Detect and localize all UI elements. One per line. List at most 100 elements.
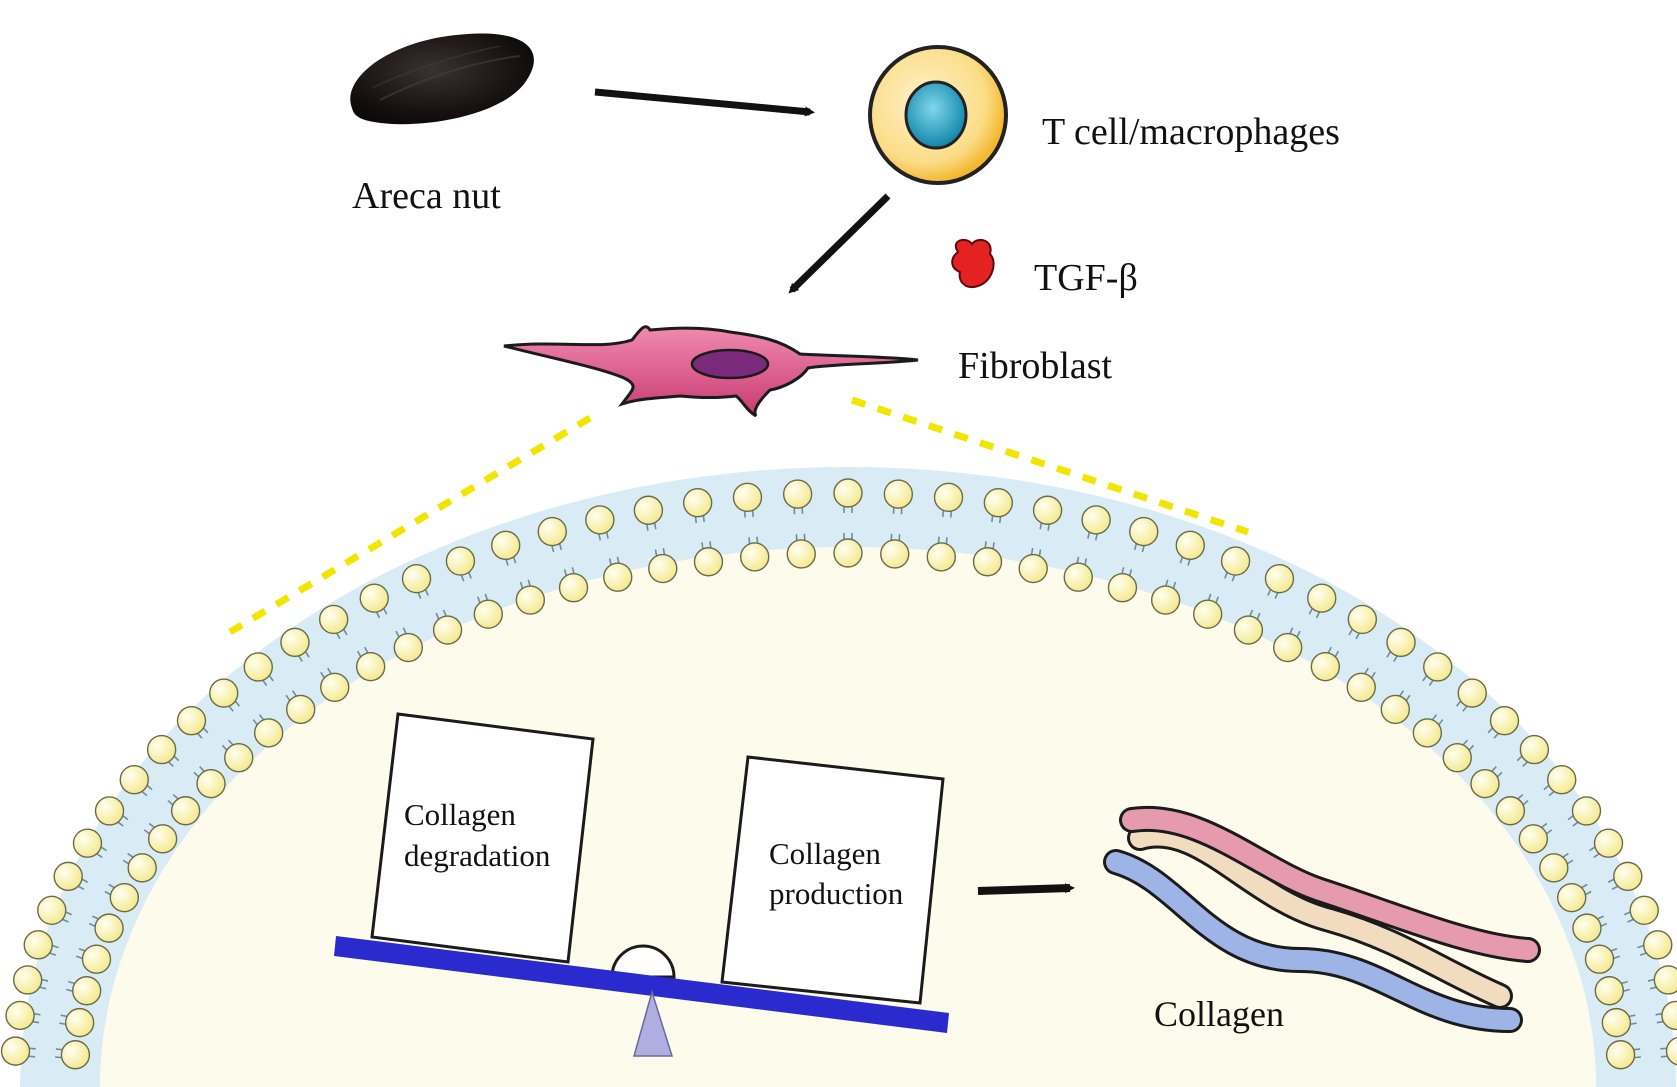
lipid-head (1347, 604, 1378, 635)
lipid-head (926, 542, 956, 572)
collagen-triple-helix-icon (1103, 805, 1541, 1033)
lipid-head (318, 604, 349, 635)
lipid-head (1175, 530, 1205, 561)
lipid-head (1495, 796, 1526, 826)
lipid-head (603, 562, 633, 592)
lipid-head (782, 479, 813, 509)
lipid-head (1129, 516, 1159, 547)
lipid-head (1032, 495, 1063, 525)
lipid-head (1307, 583, 1337, 613)
lipid-head (1629, 895, 1659, 925)
lipid-head (109, 882, 139, 913)
lipid-head (119, 765, 149, 795)
lipid-head (1572, 913, 1602, 943)
lipid-head (81, 944, 112, 974)
fibroblast-icon (503, 325, 919, 418)
lipid-head (1150, 585, 1181, 615)
lipid-head (1489, 705, 1520, 736)
lipid-head (23, 930, 53, 960)
collagen-production-label-line1: Collagen (769, 836, 881, 871)
lipid-head (176, 705, 207, 736)
lipid-head (1661, 1000, 1677, 1031)
lipid-head (355, 651, 386, 682)
lipid-head (1518, 824, 1549, 854)
lipid-head (170, 796, 201, 826)
lipid-head (60, 1040, 91, 1070)
arrow-to-collagen (977, 883, 1075, 895)
lipid-head (127, 853, 157, 883)
lipid-head (972, 547, 1003, 577)
lipid-head (1547, 765, 1577, 795)
lipid-head (0, 1036, 31, 1066)
lipid-head (1584, 944, 1615, 974)
collagen-production-label-line2: production (769, 876, 904, 911)
lipid-head (320, 672, 350, 702)
lipid-head (401, 563, 432, 594)
lipid-head (1220, 546, 1251, 576)
lipid-head (1643, 930, 1673, 960)
lipid-head (1192, 599, 1223, 629)
lipid-head (1264, 563, 1295, 594)
lipid-head (72, 828, 103, 858)
collagen-production-box: Collagen production (720, 755, 945, 1005)
lipid-head (1272, 632, 1303, 663)
lipid-head (648, 553, 678, 584)
lipid-head (12, 965, 43, 995)
collagen-degradation-label-line2: degradation (404, 838, 551, 873)
lipid-head (147, 824, 178, 854)
lipid-head (786, 539, 816, 569)
lipid-head (1457, 678, 1487, 708)
lipid-head (1081, 505, 1111, 535)
lipid-head (253, 718, 284, 748)
lipid-head (633, 495, 664, 525)
lipid-head (682, 488, 713, 518)
lipid-head (94, 796, 125, 826)
lipid-head (1386, 627, 1416, 658)
lipid-head (933, 482, 964, 513)
lipid-head (473, 599, 504, 629)
lipid-head (1571, 796, 1602, 826)
lipid-head (224, 742, 254, 773)
lipid-head (880, 539, 910, 569)
lipid-head (37, 895, 67, 925)
lipid-head (53, 861, 83, 892)
lipid-head (833, 538, 863, 568)
balance-pivot (610, 944, 676, 979)
lipid-head (196, 768, 226, 799)
balance-fulcrum (633, 989, 674, 1057)
lipid-head (5, 1000, 35, 1031)
lipid-head (1594, 976, 1625, 1006)
lipid-head (1601, 1007, 1632, 1038)
arrow-tcell-to-fibroblast (788, 193, 891, 294)
lipid-head (1442, 742, 1472, 773)
arrow-nut-to-tcell (594, 88, 815, 117)
lipid-head (94, 913, 124, 943)
lipid-head (432, 615, 463, 645)
lipid-head (558, 573, 589, 603)
lipid-head (243, 652, 273, 682)
t-cell-icon (868, 45, 1008, 185)
lipid-head (359, 583, 389, 613)
lipid-head (491, 530, 521, 561)
balance-beam (334, 936, 949, 1033)
lipid-head (1346, 672, 1376, 702)
lipid-head (1593, 828, 1624, 858)
lipid-head (1653, 965, 1677, 995)
fibroblast-label: Fibroblast (958, 345, 1113, 387)
lipid-head (1423, 652, 1453, 682)
lipid-head (1310, 651, 1341, 682)
lipid-head (515, 585, 546, 615)
lipid-head (693, 547, 724, 577)
lipid-head (285, 694, 316, 725)
areca-nut-label: Areca nut (352, 175, 501, 217)
lipid-head (983, 488, 1014, 518)
lipid-head (209, 678, 239, 708)
lipid-head (445, 546, 476, 576)
collagen-degradation-box: Collagen degradation (370, 712, 595, 964)
t-cell-label: T cell/macrophages (1042, 111, 1340, 153)
lipid-head (883, 479, 914, 509)
balance-scale-icon: Collagen degradation Collagen production (334, 712, 949, 1057)
collagen-label: Collagen (1154, 994, 1284, 1034)
lipid-head (740, 542, 770, 572)
